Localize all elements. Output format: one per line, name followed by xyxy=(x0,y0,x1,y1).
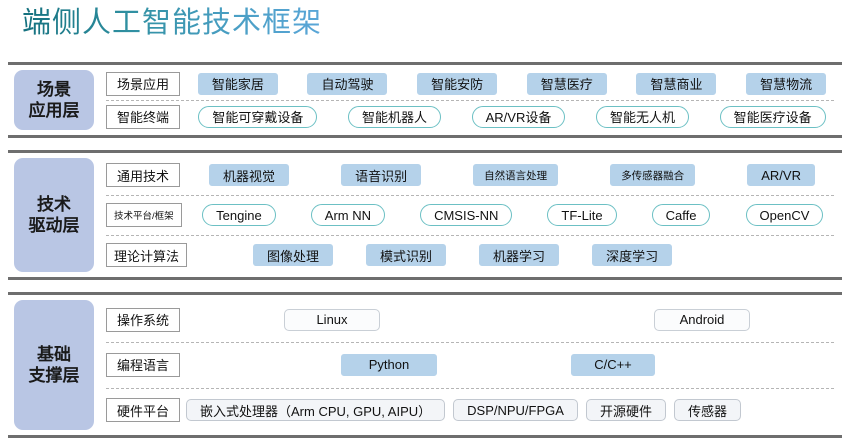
section-scene-application-layer: 场景 应用层 场景应用 智能家居 自动驾驶 智能安防 智慧医疗 智慧商业 智慧物… xyxy=(8,62,842,138)
pill-item[interactable]: TF-Lite xyxy=(547,204,617,226)
pill-item[interactable]: 图像处理 xyxy=(253,244,334,266)
layer-badge-line2: 应用层 xyxy=(28,101,80,120)
row-items: Python C/C++ xyxy=(186,353,838,376)
pill-item[interactable]: 智能机器人 xyxy=(347,105,441,128)
row-items: 图像处理 模式识别 机器学习 深度学习 xyxy=(193,244,838,266)
pill-item[interactable]: 自动驾驶 xyxy=(307,72,388,95)
row-items: 嵌入式处理器（Arm CPU, GPU, AIPU） DSP/NPU/FPGA … xyxy=(186,399,838,422)
row-items: 智能家居 自动驾驶 智能安防 智慧医疗 智慧商业 智慧物流 xyxy=(186,72,838,95)
row-items: Tengine Arm NN CMSIS-NN TF-Lite Caffe Op… xyxy=(188,204,838,226)
row-label-theoretical-algorithm: 理论计算法 xyxy=(106,243,188,267)
pill-item[interactable]: 多传感器融合 xyxy=(610,164,696,186)
page-title: 端侧人工智能技术框架 xyxy=(22,4,322,42)
layer-badge-line1: 基础 xyxy=(37,345,71,364)
pill-item[interactable]: 智能家居 xyxy=(197,72,278,95)
section-rows: 场景应用 智能家居 自动驾驶 智能安防 智慧医疗 智慧商业 智慧物流 智能终端 … xyxy=(100,65,842,135)
pill-item[interactable]: 机器视觉 xyxy=(209,164,290,186)
row-hardware-platform: 硬件平台 嵌入式处理器（Arm CPU, GPU, AIPU） DSP/NPU/… xyxy=(106,387,838,433)
pill-item[interactable]: 智慧医疗 xyxy=(526,72,607,95)
row-scene-application: 场景应用 智能家居 自动驾驶 智能安防 智慧医疗 智慧商业 智慧物流 xyxy=(106,67,838,100)
row-smart-terminal: 智能终端 智能可穿戴设备 智能机器人 AR/VR设备 智能无人机 智能医疗设备 xyxy=(106,100,838,133)
row-label-operating-system: 操作系统 xyxy=(106,307,180,332)
pill-item[interactable]: 开源硬件 xyxy=(585,399,666,422)
row-programming-language: 编程语言 Python C/C++ xyxy=(106,342,838,387)
layer-badge-scene: 场景 应用层 xyxy=(14,70,94,130)
pill-item[interactable]: 嵌入式处理器（Arm CPU, GPU, AIPU） xyxy=(186,399,446,422)
row-items: 机器视觉 语音识别 自然语言处理 多传感器融合 AR/VR xyxy=(186,164,838,186)
section-rows: 操作系统 Linux Android 编程语言 Python C/C++ 硬件平… xyxy=(100,295,842,435)
pill-item[interactable]: Python xyxy=(341,353,437,376)
pill-item[interactable]: Android xyxy=(654,308,750,331)
section-foundation-support-layer: 基础 支撑层 操作系统 Linux Android 编程语言 Python C/… xyxy=(8,292,842,438)
layer-badge-line2: 驱动层 xyxy=(28,216,80,235)
pill-item[interactable]: Arm NN xyxy=(310,204,385,226)
row-items: 智能可穿戴设备 智能机器人 AR/VR设备 智能无人机 智能医疗设备 xyxy=(186,105,838,128)
pill-item[interactable]: Linux xyxy=(284,308,380,331)
pill-item[interactable]: 智能可穿戴设备 xyxy=(198,105,318,128)
pill-item[interactable]: AR/VR设备 xyxy=(471,105,566,128)
layer-badge-foundation: 基础 支撑层 xyxy=(14,300,94,430)
layer-badge-technology: 技术 驱动层 xyxy=(14,158,94,272)
pill-item[interactable]: CMSIS-NN xyxy=(420,204,513,226)
pill-item[interactable]: 语音识别 xyxy=(341,164,422,186)
section-rows: 通用技术 机器视觉 语音识别 自然语言处理 多传感器融合 AR/VR 技术平台/… xyxy=(100,153,842,277)
pill-item[interactable]: 深度学习 xyxy=(592,244,673,266)
row-operating-system: 操作系统 Linux Android xyxy=(106,297,838,342)
section-technology-driver-layer: 技术 驱动层 通用技术 机器视觉 语音识别 自然语言处理 多传感器融合 AR/V… xyxy=(8,150,842,280)
pill-item[interactable]: Caffe xyxy=(651,204,711,226)
pill-item[interactable]: 智能医疗设备 xyxy=(719,105,826,128)
row-theoretical-algorithm: 理论计算法 图像处理 模式识别 机器学习 深度学习 xyxy=(106,235,838,275)
row-label-smart-terminal: 智能终端 xyxy=(106,104,180,129)
row-label-programming-language: 编程语言 xyxy=(106,352,180,377)
row-items: Linux Android xyxy=(186,308,838,331)
row-label-scene-application: 场景应用 xyxy=(106,71,180,96)
pill-item[interactable]: DSP/NPU/FPGA xyxy=(453,399,578,422)
pill-item[interactable]: C/C++ xyxy=(571,353,655,376)
layer-badge-line1: 技术 xyxy=(37,195,71,214)
pill-item[interactable]: 智能安防 xyxy=(417,72,498,95)
pill-item[interactable]: AR/VR xyxy=(747,164,815,186)
pill-item[interactable]: Tengine xyxy=(202,204,276,226)
pill-item[interactable]: 自然语言处理 xyxy=(473,164,559,186)
pill-item[interactable]: OpenCV xyxy=(745,204,824,226)
pill-item[interactable]: 机器学习 xyxy=(479,244,560,266)
pill-item[interactable]: 传感器 xyxy=(673,399,741,422)
row-general-technology: 通用技术 机器视觉 语音识别 自然语言处理 多传感器融合 AR/VR xyxy=(106,155,838,195)
layer-badge-line2: 支撑层 xyxy=(28,366,80,385)
layer-badge-line1: 场景 xyxy=(37,80,71,99)
pill-item[interactable]: 模式识别 xyxy=(366,244,447,266)
row-label-technology-platform-framework: 技术平台/框架 xyxy=(106,203,182,227)
pill-item[interactable]: 智慧物流 xyxy=(746,72,827,95)
row-label-general-technology: 通用技术 xyxy=(106,163,180,187)
pill-item[interactable]: 智慧商业 xyxy=(636,72,717,95)
pill-item[interactable]: 智能无人机 xyxy=(596,105,690,128)
row-technology-platform-framework: 技术平台/框架 Tengine Arm NN CMSIS-NN TF-Lite … xyxy=(106,195,838,235)
row-label-hardware-platform: 硬件平台 xyxy=(106,398,180,423)
